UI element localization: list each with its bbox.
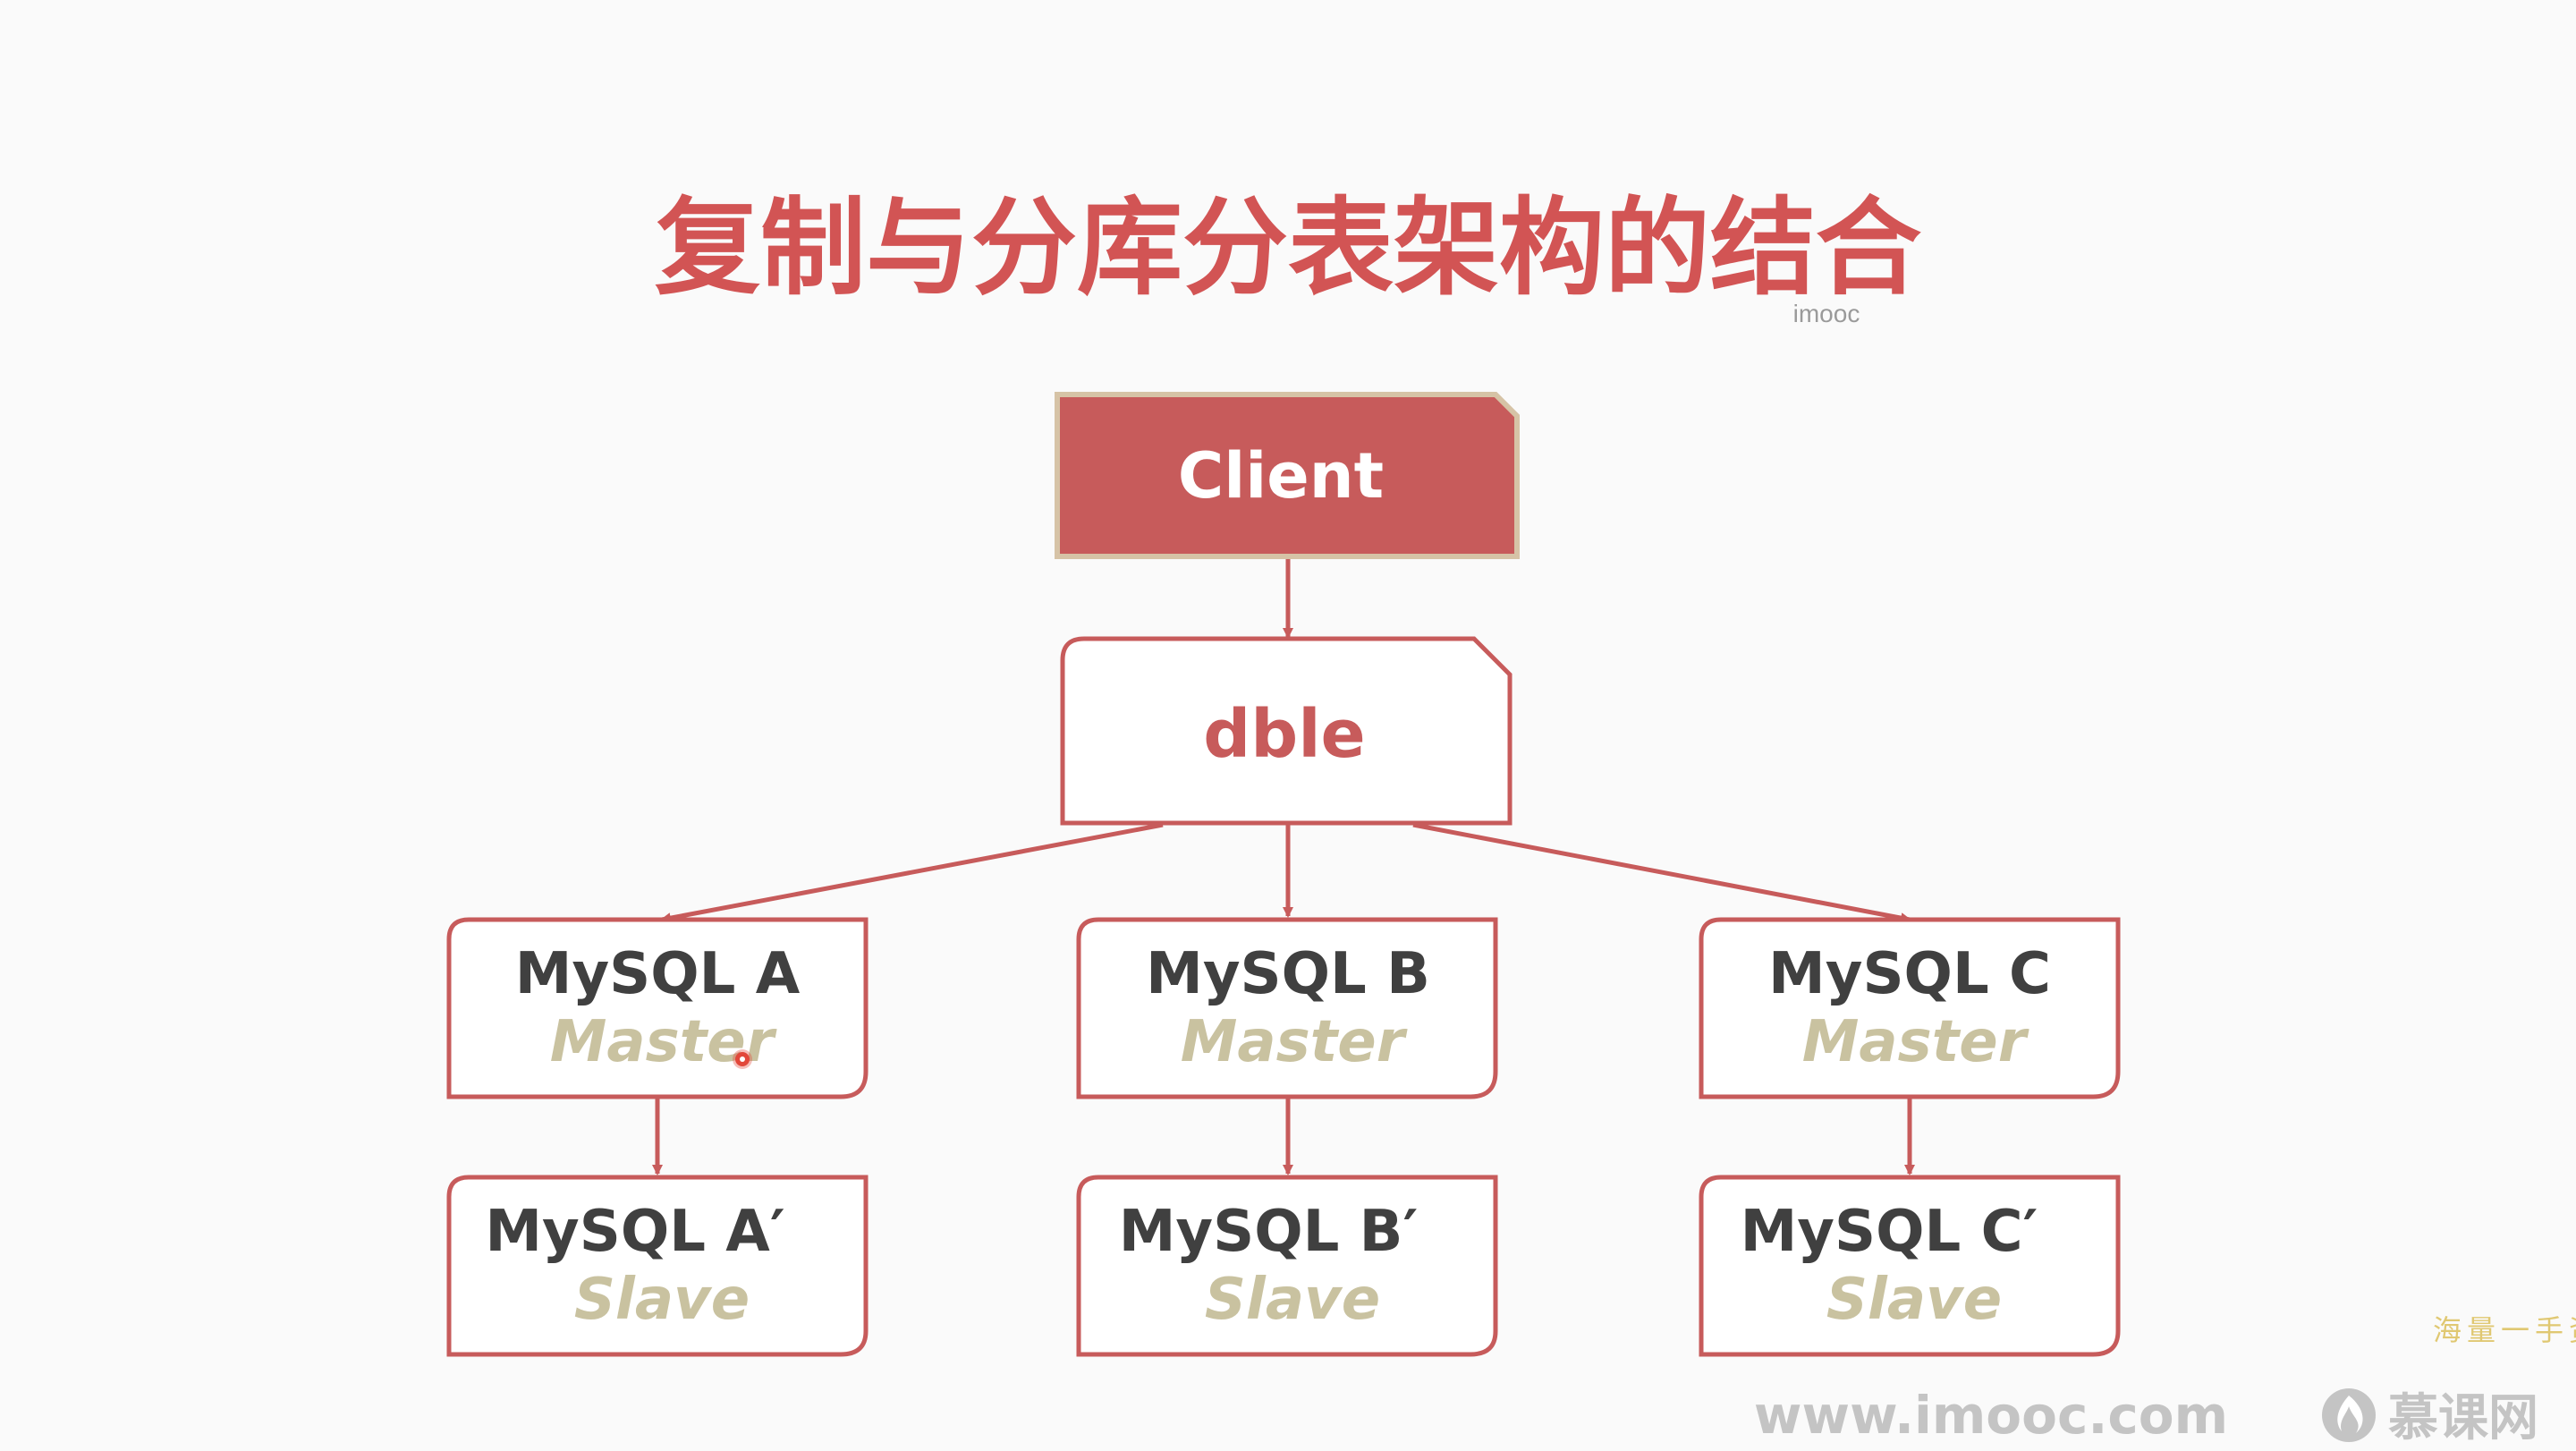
mysql-b-slave-role: Slave: [1205, 1267, 1380, 1333]
mysql-b-name: MySQL B: [1146, 941, 1430, 1007]
mysql-c-master-node: MySQL C Master: [1699, 917, 2121, 1099]
mysql-c-role: Master: [1802, 1009, 2029, 1075]
imooc-logo-icon: [2322, 1388, 2376, 1442]
side-watermark: 海量一手资: [2433, 1313, 2576, 1347]
mysql-c-slave-node: MySQL C′ Slave: [1699, 1175, 2121, 1357]
mysql-c-slave-name: MySQL C′: [1741, 1199, 2038, 1265]
footer-brand: 慕课网: [2388, 1389, 2538, 1447]
connectors: [652, 556, 1915, 1175]
dble-label: dble: [1203, 696, 1366, 773]
client-node: Client: [1055, 392, 1520, 559]
slide-title: 复制与分库分表架构的结合: [655, 186, 1921, 310]
mysql-b-master-node: MySQL B Master: [1076, 917, 1498, 1099]
mysql-a-name: MySQL A: [515, 941, 801, 1007]
mysql-b-slave-node: MySQL B′ Slave: [1076, 1175, 1498, 1357]
arrow-dble-to-mysql-a: [660, 822, 1164, 924]
mysql-a-slave-name: MySQL A′: [485, 1199, 784, 1265]
imooc-watermark: imooc: [1793, 300, 1860, 327]
footer-url: www.imooc.com: [1754, 1385, 2228, 1446]
mysql-a-slave-role: Slave: [574, 1267, 750, 1333]
pointer-cursor-icon: [735, 1052, 750, 1066]
arrow-dble-to-mysql-c: [1412, 822, 1911, 924]
mysql-b-slave-name: MySQL B′: [1119, 1199, 1419, 1265]
mysql-a-slave-node: MySQL A′ Slave: [446, 1175, 869, 1357]
dble-node: dble: [1060, 636, 1513, 826]
mysql-b-role: Master: [1181, 1009, 1408, 1075]
mysql-a-master-node: MySQL A Master: [446, 917, 869, 1099]
mysql-c-slave-role: Slave: [1826, 1267, 2002, 1333]
client-label: Client: [1178, 439, 1384, 513]
mysql-c-name: MySQL C: [1768, 941, 2051, 1007]
